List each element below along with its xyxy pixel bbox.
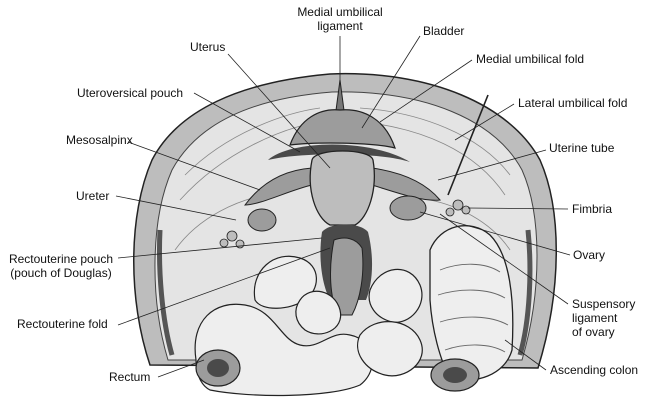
leader-ascending-colon [504,339,547,371]
cut-end-left [195,349,241,387]
label-ovary: Ovary [573,248,606,262]
ovary-left [247,208,277,232]
broad-ligament-right [371,167,441,201]
ovary-right [389,195,427,221]
rectum [330,237,364,316]
leader-fimbria [467,207,569,210]
right-wall-band [517,229,533,356]
leader-rectum [157,359,205,378]
label-rectouterine-pouch: Rectouterine pouch (pouch of Douglas) [2,252,120,280]
label-rectouterine-pouch-line1: Rectouterine pouch [8,252,114,266]
label-ascending-colon: Ascending colon [550,363,639,377]
label-medial-umbilical-ligament-line1: Medial umbilical [297,5,383,19]
leader-bladder [361,35,421,129]
label-uterus: Uterus [190,40,226,54]
label-suspensory-ligament-line1: Suspensory [572,297,636,311]
leader-rectouterine-pouch [117,237,323,259]
label-bladder: Bladder [423,24,465,38]
leader-ovary [419,211,571,256]
leader-suspensory-ligament [439,213,569,305]
label-rectouterine-fold: Rectouterine fold [17,317,108,331]
uterus [309,150,375,226]
label-rectouterine-pouch-line2: (pouch of Douglas) [10,266,112,280]
label-rectum: Rectum [109,370,151,384]
label-medial-umbilical-ligament: Medial umbilical ligament [283,5,397,33]
broad-ligament-left [244,167,313,206]
label-fimbria: Fimbria [572,202,613,216]
uterine-tube-probe [447,94,489,196]
leader-uterus [227,53,331,169]
leader-ureter [115,195,237,221]
label-lateral-umbilical-fold: Lateral umbilical fold [518,96,628,110]
peritoneal-fold-lines [174,107,511,251]
leader-uteroversical-pouch [193,92,301,153]
label-mesosalpinx: Mesosalpinx [66,133,133,147]
left-wall-band [157,229,175,356]
leader-rectouterine-fold [117,247,331,326]
leader-uterine-tube [437,149,547,181]
colon-haustra [437,263,509,353]
leader-lateral-umbilical-fold [454,103,515,141]
ascending-colon [429,225,514,381]
label-medial-umbilical-ligament-line2: ligament [317,19,363,33]
cut-end-right [430,358,480,392]
bladder [289,109,396,149]
small-intestine-loops [194,255,423,397]
leader-lines [115,35,571,378]
leader-medial-umbilical-fold [379,59,473,123]
label-uterine-tube: Uterine tube [549,141,615,155]
label-suspensory-ligament: Suspensory ligament of ovary [572,297,635,339]
leader-mesosalpinx [127,141,261,191]
label-medial-umbilical-fold: Medial umbilical fold [476,52,585,66]
label-suspensory-ligament-line3: of ovary [572,325,615,339]
label-ureter: Ureter [76,189,110,203]
label-uteroversical-pouch: Uteroversical pouch [77,86,184,100]
label-suspensory-ligament-line2: ligament [572,311,618,325]
